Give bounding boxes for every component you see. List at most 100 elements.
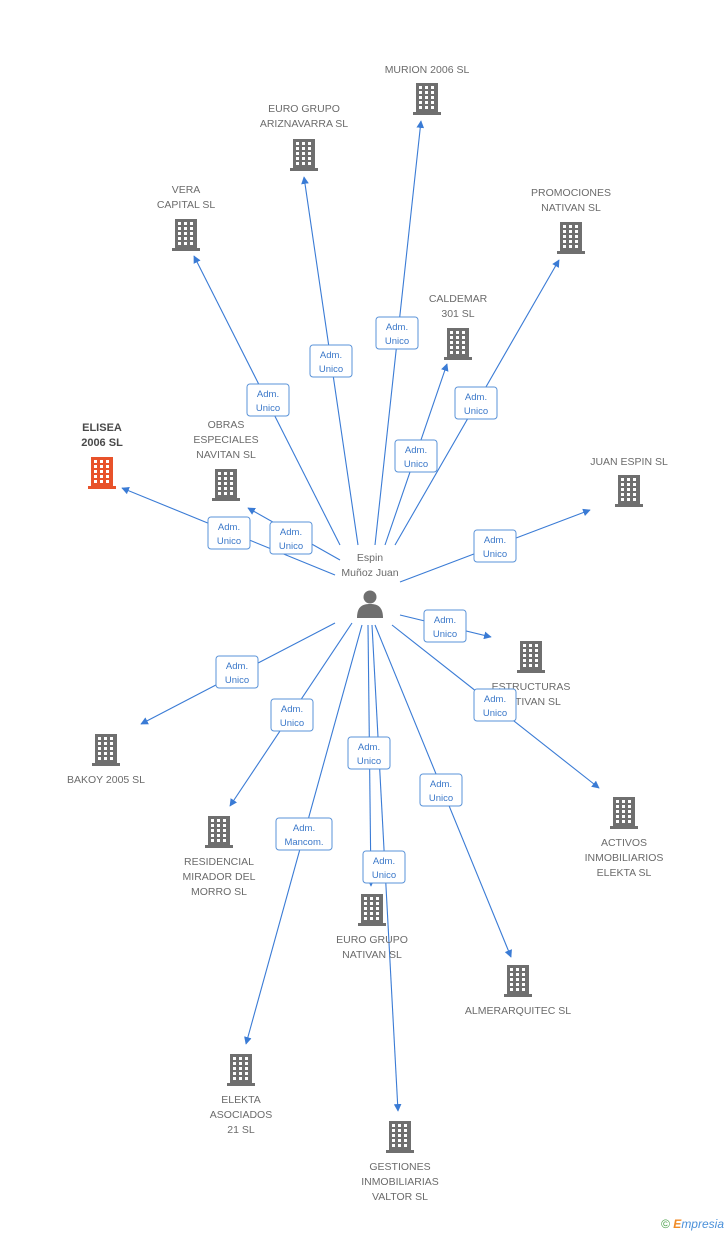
company-label-almerarquitec[interactable]: ALMERARQUITEC SL: [465, 1005, 571, 1017]
company-building-icon-almerarquitec[interactable]: [504, 965, 532, 997]
company-building-icon-murion[interactable]: [413, 83, 441, 115]
brand-name: mpresia: [681, 1217, 724, 1231]
empresia-watermark: © Empresia: [661, 1217, 724, 1231]
company-label-juan-espin[interactable]: JUAN ESPIN SL: [590, 456, 668, 468]
company-building-icon-obras[interactable]: [212, 469, 240, 501]
company-building-icon-euro-grupo-ariz[interactable]: [290, 139, 318, 171]
person-name-line2: Muñoz Juan: [341, 567, 398, 579]
role-badge-text: Adm.: [293, 823, 315, 834]
brand-initial: E: [673, 1217, 682, 1231]
role-badge-bakoy[interactable]: Adm. Unico: [215, 655, 259, 689]
company-building-icon-elekta[interactable]: [227, 1054, 255, 1086]
company-label-obras[interactable]: OBRAS: [208, 419, 245, 431]
company-building-icon-bakoy[interactable]: [92, 734, 120, 766]
company-label-vera[interactable]: VERA: [172, 184, 201, 196]
role-badge-text: Unico: [225, 675, 249, 686]
company-label-promociones[interactable]: PROMOCIONES: [531, 187, 611, 199]
role-badge-text: Adm.: [280, 527, 302, 538]
copyright-symbol: ©: [661, 1217, 670, 1231]
person-icon[interactable]: [357, 590, 383, 619]
company-label-caldemar[interactable]: CALDEMAR: [429, 293, 488, 305]
company-label-euro-grupo-ariz[interactable]: EURO GRUPO: [268, 103, 340, 115]
role-badge-text: Unico: [483, 549, 507, 560]
company-label-residencial[interactable]: MIRADOR DEL: [183, 871, 256, 883]
role-badge-residencial[interactable]: Adm.Unico: [270, 698, 314, 732]
company-building-icon-promociones[interactable]: [557, 222, 585, 254]
company-label-caldemar[interactable]: 301 SL: [441, 308, 474, 320]
company-building-icon-vera[interactable]: [172, 219, 200, 251]
role-badge-text: Adm.: [430, 779, 452, 790]
role-badge-text: Unico: [385, 336, 409, 347]
role-badge-text: Unico: [280, 718, 304, 729]
role-badge-text: Adm.: [226, 661, 248, 672]
role-badge-text: Adm.: [358, 742, 380, 753]
role-badge-text: Adm.: [465, 392, 487, 403]
role-badge-euro-grupo-nat[interactable]: Adm. Unico: [347, 736, 391, 770]
person-name-line1: Espin: [357, 552, 383, 564]
role-badge-text: Unico: [433, 629, 457, 640]
company-label-residencial[interactable]: MORRO SL: [191, 886, 247, 898]
role-badge-text: Unico: [404, 459, 428, 470]
role-badge-text: Adm.: [386, 322, 408, 333]
role-badge-caldemar[interactable]: Adm. Unico: [394, 439, 438, 473]
company-building-icon-juan-espin[interactable]: [615, 475, 643, 507]
company-label-activos[interactable]: ACTIVOS: [601, 837, 647, 849]
company-building-icon-activos[interactable]: [610, 797, 638, 829]
company-label-vera[interactable]: CAPITAL SL: [157, 199, 216, 211]
role-badge-text: Adm.: [257, 389, 279, 400]
role-badge-text: Unico: [483, 708, 507, 719]
role-badge-text: Adm.: [434, 615, 456, 626]
company-label-gestiones[interactable]: VALTOR SL: [372, 1191, 428, 1203]
role-badge-vera[interactable]: Adm.Unico: [246, 383, 290, 417]
company-label-euro-grupo-nat[interactable]: EURO GRUPO: [336, 934, 408, 946]
role-badge-murion[interactable]: Adm. Unico: [375, 316, 419, 350]
role-badge-estructuras[interactable]: Adm. Unico: [423, 609, 467, 643]
role-badge-text: Unico: [217, 536, 241, 547]
company-label-elekta[interactable]: ASOCIADOS: [210, 1109, 272, 1121]
company-label-elekta[interactable]: 21 SL: [227, 1124, 255, 1136]
company-building-icon-elisea[interactable]: [88, 457, 116, 489]
company-label-elisea[interactable]: 2006 SL: [81, 437, 123, 449]
company-label-promociones[interactable]: NATIVAN SL: [541, 202, 601, 214]
company-label-elekta[interactable]: ELEKTA: [221, 1094, 261, 1106]
company-building-icon-residencial[interactable]: [205, 816, 233, 848]
role-badge-almerarquitec[interactable]: Adm. Unico: [419, 773, 463, 807]
company-building-icon-estructuras[interactable]: [517, 641, 545, 673]
role-badge-text: Adm.: [320, 350, 342, 361]
role-badge-text: Unico: [319, 364, 343, 375]
company-label-activos[interactable]: INMOBILIARIOS: [585, 852, 664, 864]
role-badge-text: Unico: [279, 541, 303, 552]
role-badge-text: Adm.: [484, 535, 506, 546]
role-badge-text: Adm.: [405, 445, 427, 456]
role-badge-text: Adm.: [484, 694, 506, 705]
company-label-obras[interactable]: NAVITAN SL: [196, 449, 256, 461]
company-label-gestiones[interactable]: INMOBILIARIAS: [361, 1176, 439, 1188]
role-badge-obras[interactable]: Adm. Unico: [269, 521, 313, 555]
role-badge-text: Adm.: [218, 522, 240, 533]
company-building-icon-euro-grupo-nat[interactable]: [358, 894, 386, 926]
role-badge-text: Unico: [429, 793, 453, 804]
company-label-obras[interactable]: ESPECIALES: [193, 434, 258, 446]
company-building-icon-gestiones[interactable]: [386, 1121, 414, 1153]
role-badge-gestiones[interactable]: Adm. Unico: [362, 850, 406, 884]
role-badge-elekta[interactable]: Adm. Mancom.: [275, 817, 333, 851]
company-label-murion[interactable]: MURION 2006 SL: [385, 64, 470, 76]
role-badge-text: Unico: [372, 870, 396, 881]
company-label-euro-grupo-ariz[interactable]: ARIZNAVARRA SL: [260, 118, 348, 130]
company-label-activos[interactable]: ELEKTA SL: [597, 867, 652, 879]
role-badge-juan-espin[interactable]: Adm. Unico: [473, 529, 517, 563]
company-label-euro-grupo-nat[interactable]: NATIVAN SL: [342, 949, 402, 961]
role-badge-text: Mancom.: [284, 837, 323, 848]
role-badge-euro-grupo-ariz[interactable]: Adm. Unico: [309, 344, 353, 378]
company-label-elisea[interactable]: ELISEA: [82, 422, 122, 434]
role-badge-activos[interactable]: Adm. Unico: [473, 688, 517, 722]
role-badge-text: Unico: [357, 756, 381, 767]
company-label-residencial[interactable]: RESIDENCIAL: [184, 856, 254, 868]
role-badge-text: Adm.: [373, 856, 395, 867]
role-badge-elisea[interactable]: Adm. Unico: [207, 516, 251, 550]
company-label-gestiones[interactable]: GESTIONES: [369, 1161, 430, 1173]
company-label-bakoy[interactable]: BAKOY 2005 SL: [67, 774, 145, 786]
company-building-icon-caldemar[interactable]: [444, 328, 472, 360]
role-badge-promociones[interactable]: Adm.Unico: [454, 386, 498, 420]
